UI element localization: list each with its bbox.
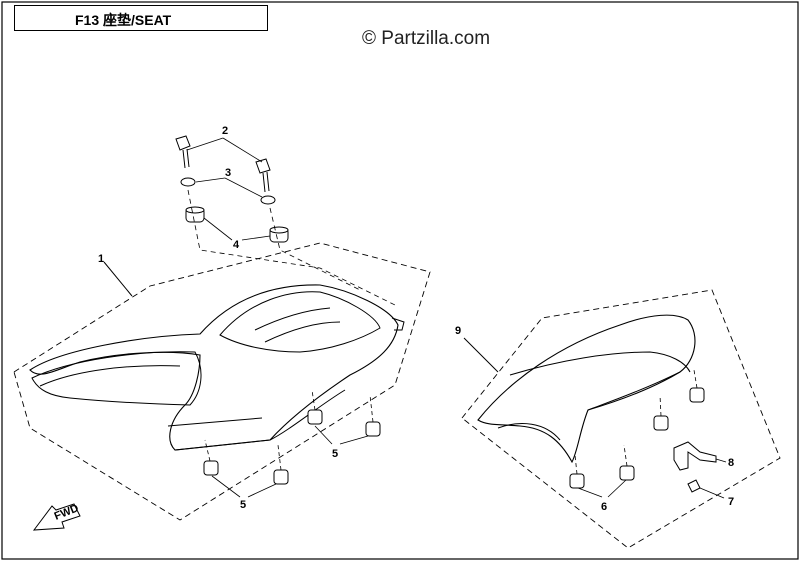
rear-fasteners (569, 387, 717, 493)
front-seat-assembly (13, 242, 431, 521)
nut-group-5 (203, 409, 381, 485)
callout-7: 7 (728, 496, 734, 508)
callout-3: 3 (225, 167, 231, 179)
title-box: F13 座垫/SEAT (14, 5, 268, 31)
callout-4: 4 (233, 239, 240, 251)
callout-5b: 5 (240, 499, 246, 511)
fwd-arrow-icon: FWD (32, 502, 81, 531)
leader-lines-5 (204, 389, 374, 498)
fastener-group (175, 135, 289, 243)
watermark-text: © Partzilla.com (362, 28, 491, 49)
callout-9: 9 (455, 325, 461, 337)
callout-1: 1 (98, 253, 104, 265)
leader-lines-rear (574, 369, 727, 499)
rear-seat-assembly (461, 289, 781, 549)
callout-2: 2 (222, 125, 228, 137)
callout-8: 8 (728, 457, 734, 469)
callout-5a: 5 (332, 448, 338, 460)
leader-lines-upper (186, 137, 396, 306)
callout-6: 6 (601, 501, 607, 513)
page-title: F13 座垫/SEAT (75, 12, 172, 28)
